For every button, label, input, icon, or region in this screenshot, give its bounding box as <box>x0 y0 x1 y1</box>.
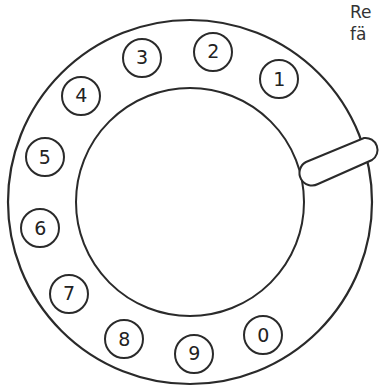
dial-digit: 6 <box>34 219 46 238</box>
dial-digit: 3 <box>136 48 148 67</box>
finger-hole: 3 <box>122 38 162 78</box>
finger-hole: 2 <box>193 32 233 72</box>
finger-hole: 4 <box>61 76 101 116</box>
finger-hole: 1 <box>259 59 299 99</box>
dial-rim <box>8 20 372 384</box>
dial-digit: 7 <box>63 284 75 303</box>
dial-digit: 9 <box>188 344 200 363</box>
finger-stop <box>299 138 377 186</box>
dial-digit: 1 <box>273 70 285 89</box>
dial-digit: 0 <box>257 326 269 345</box>
cropped-note: fä <box>350 26 366 43</box>
finger-hole: 6 <box>20 208 60 248</box>
dial-digit: 2 <box>207 42 219 61</box>
dial-center <box>76 88 304 316</box>
dial-digit: 5 <box>39 148 51 167</box>
finger-hole: 8 <box>104 319 144 359</box>
finger-hole: 5 <box>25 137 65 177</box>
dial-digit: 8 <box>118 330 130 349</box>
finger-hole: 0 <box>243 315 283 355</box>
dial-digit: 4 <box>75 86 87 105</box>
finger-hole: 7 <box>49 274 89 314</box>
cropped-note: Re <box>350 4 372 21</box>
finger-hole: 9 <box>174 334 214 374</box>
